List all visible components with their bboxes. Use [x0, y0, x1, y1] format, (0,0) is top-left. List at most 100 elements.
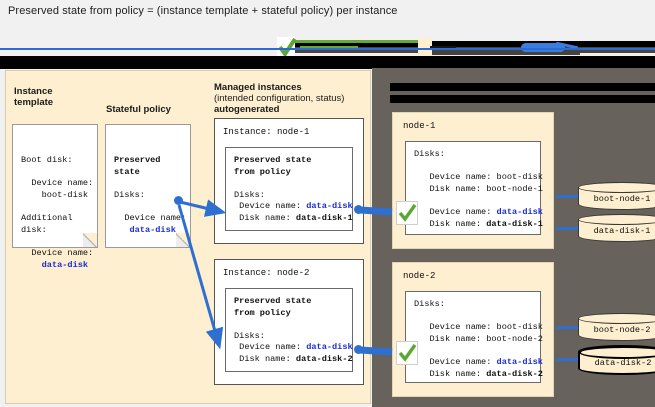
- additional-disk-label-2: disk:: [21, 224, 47, 235]
- check-icon: [398, 344, 417, 362]
- instance-2-device-label: Device name:: [239, 342, 307, 353]
- node-2-boot-device-label: Device name:: [429, 322, 497, 333]
- disk-cylinder-data-disk-2: data-disk-2: [578, 345, 655, 375]
- managed-instance-card-1: Instance: node-1 Preserved state from po…: [214, 118, 364, 244]
- disk-cylinder-boot-node-1-label: boot-node-1: [593, 194, 651, 204]
- instance-1-disk-label: Disk name:: [239, 212, 296, 223]
- additional-disk-label-1: Additional: [21, 213, 73, 224]
- preserved-state-box-1: Preserved state from policy Disks: Devic…: [225, 147, 353, 231]
- connector-origin-dot-instance-1: [354, 205, 363, 214]
- disk-cylinder-icon: [578, 214, 655, 225]
- instance-2-disk-value: data-disk-2: [295, 353, 353, 364]
- node-1-disks-label: Disks:: [414, 149, 445, 159]
- connector-data-disk-2: [556, 358, 580, 361]
- managed-instance-2-header: Instance: node-2: [223, 268, 310, 278]
- node-2-boot-device-value: boot-disk: [496, 322, 543, 333]
- legend-green-rule-thin: [300, 46, 358, 48]
- heading-instance-template-line1: Instance: [14, 86, 53, 97]
- additional-device-name-value: data-disk: [41, 259, 89, 270]
- page-fold-icon: [83, 233, 98, 248]
- legend-black-bar-top: [285, 41, 655, 47]
- node-2-disks-box: Disks: Device name: boot-disk Disk name:…: [405, 291, 543, 383]
- node-1-boot-disk-value: boot-node-1: [486, 183, 543, 194]
- node-1-data-disk-value: data-disk-1: [486, 218, 543, 229]
- connector-origin-dot-instance-2: [354, 345, 363, 354]
- boot-disk-label: Boot disk:: [21, 155, 73, 166]
- preserved-state-title-line2: state: [114, 166, 140, 177]
- disk-cylinder-boot-node-2: boot-node-2: [578, 313, 655, 341]
- node-2-data-device-value: data-disk: [496, 356, 543, 367]
- node-1-boot-disk-label: Disk name:: [429, 183, 487, 194]
- stateful-policy-body: Preserved state Disks: Device name: data…: [106, 148, 190, 243]
- managed-instance-card-2: Instance: node-2 Preserved state from po…: [214, 259, 364, 385]
- legend-blue-blob: [521, 43, 565, 52]
- node-card-1: node-1 Disks: Device name: boot-disk Dis…: [392, 112, 554, 249]
- policy-device-name-label: Device name:: [124, 213, 187, 224]
- instance-template-card: Boot disk: Device name: boot-disk Additi…: [12, 124, 98, 270]
- disk-cylinder-icon: [578, 182, 655, 193]
- heading-stateful-policy-line1: Stateful policy: [106, 104, 171, 115]
- legend-green-rule-1: [294, 40, 418, 43]
- instance-2-device-value: data-disk: [306, 342, 353, 353]
- connector-boot-node-1: [556, 195, 580, 198]
- preserved-state-1-line1: Preserved state: [234, 155, 312, 165]
- preserved-state-2-line2: from policy: [234, 307, 291, 318]
- legend-strip-redacted: [0, 30, 655, 69]
- additional-device-name-label: Device name:: [31, 247, 94, 258]
- instance-2-disk-label: Disk name:: [239, 353, 296, 364]
- connector-origin-dot-policy: [174, 196, 183, 205]
- status-check-badge-node-2: [396, 341, 418, 365]
- redaction-bar-1: [390, 83, 655, 91]
- node-1-data-disk-label: Disk name:: [429, 218, 487, 229]
- legend-black-bar-full: [0, 56, 655, 69]
- preserved-state-box-2-body: Preserved state from policy Disks: Devic…: [226, 289, 353, 373]
- heading-managed-instances-line3: autogenerated: [214, 104, 280, 115]
- heading-instance-template-line2: template: [14, 97, 54, 108]
- heading-managed-instances: Managed instances (intended configuratio…: [214, 82, 374, 115]
- legend-dash: [430, 46, 456, 48]
- legend-blue-rule: [0, 48, 655, 50]
- node-1-data-device-label: Device name:: [429, 206, 497, 217]
- node-card-2: node-2 Disks: Device name: boot-disk Dis…: [392, 262, 554, 397]
- node-1-disks-body: Disks: Device name: boot-disk Disk name:…: [406, 142, 543, 237]
- node-1-disks-box: Disks: Device name: boot-disk Disk name:…: [405, 141, 543, 237]
- instance-2-disks-label: Disks:: [234, 330, 265, 341]
- node-2-disks-body: Disks: Device name: boot-disk Disk name:…: [406, 292, 543, 387]
- node-2-boot-disk-label: Disk name:: [429, 333, 487, 344]
- boot-device-name-value: boot-disk: [41, 189, 89, 200]
- boot-device-name-label: Device name:: [31, 178, 94, 189]
- status-check-badge-node-1: [396, 201, 418, 225]
- node-1-data-device-value: data-disk: [496, 206, 543, 217]
- check-icon: [398, 204, 417, 222]
- heading-managed-instances-line1: Managed instances: [214, 82, 302, 93]
- node-2-disks-label: Disks:: [414, 299, 445, 309]
- node-2-boot-disk-value: boot-node-2: [486, 333, 543, 344]
- heading-instance-template: Instance template: [14, 86, 94, 108]
- instance-1-disk-value: data-disk-1: [295, 212, 353, 223]
- preserved-state-box-1-body: Preserved state from policy Disks: Devic…: [226, 148, 353, 232]
- heading-managed-instances-line2: (intended configuration, status): [214, 93, 345, 104]
- policy-device-name-value: data-disk: [129, 224, 176, 235]
- connector-boot-node-2: [556, 326, 580, 329]
- preserved-state-box-2: Preserved state from policy Disks: Devic…: [225, 288, 353, 372]
- node-2-data-disk-value: data-disk-2: [486, 368, 543, 379]
- connector-data-disk-1: [556, 227, 580, 230]
- disk-cylinder-icon: [578, 313, 655, 324]
- redaction-bar-2: [390, 95, 655, 103]
- node-1-boot-device-value: boot-disk: [496, 172, 543, 183]
- disk-cylinder-boot-node-1: boot-node-1: [578, 182, 655, 210]
- node-1-title: node-1: [403, 121, 436, 131]
- preserved-state-2-line1: Preserved state: [234, 296, 312, 306]
- node-2-data-disk-label: Disk name:: [429, 368, 487, 379]
- policy-disks-label: Disks:: [114, 189, 145, 200]
- heading-stateful-policy: Stateful policy: [106, 104, 202, 115]
- node-2-title: node-2: [403, 271, 436, 281]
- node-2-data-device-label: Device name:: [429, 356, 497, 367]
- node-1-boot-device-label: Device name:: [429, 172, 497, 183]
- disk-cylinder-icon: [579, 346, 655, 359]
- instance-1-device-label: Device name:: [239, 201, 307, 212]
- preserved-state-title-line1: Preserved: [114, 155, 161, 166]
- instance-template-body: Boot disk: Device name: boot-disk Additi…: [13, 148, 97, 278]
- stateful-policy-card: Preserved state Disks: Device name: data…: [105, 124, 191, 248]
